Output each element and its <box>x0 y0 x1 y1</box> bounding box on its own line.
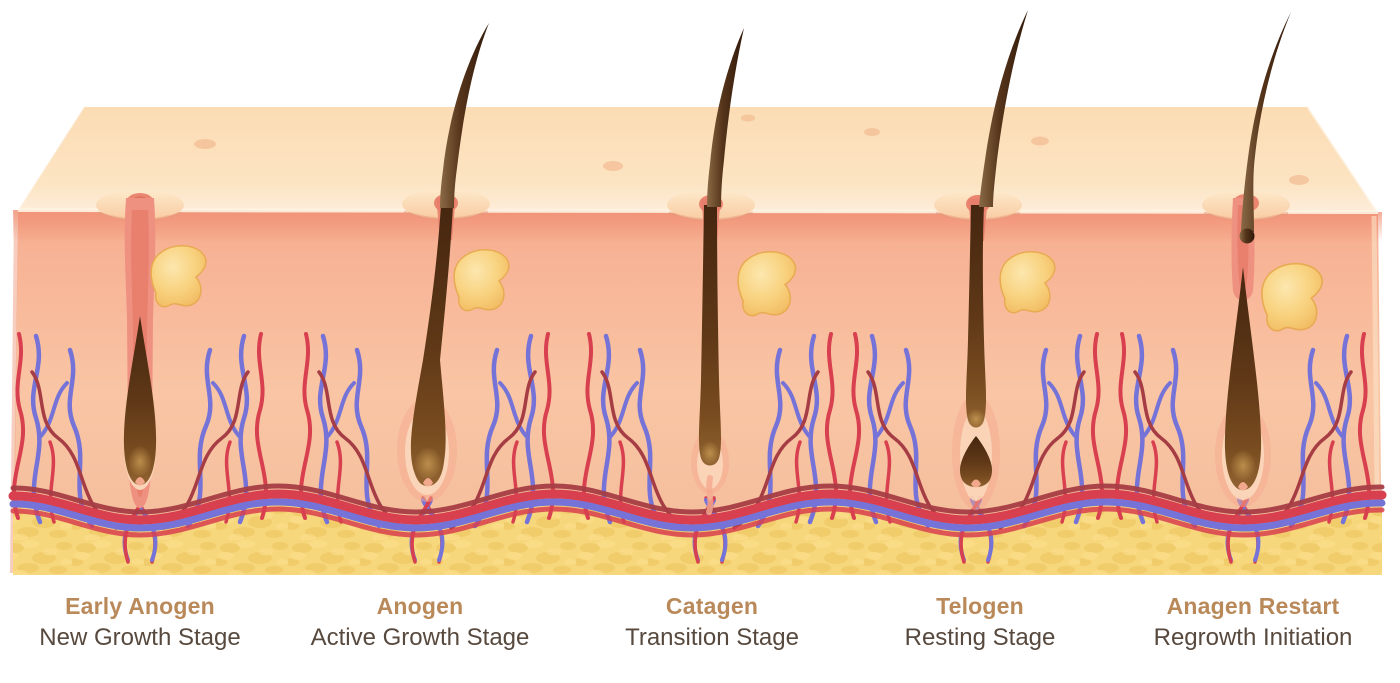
follicle-early-anogen <box>94 188 207 508</box>
block-edge-highlight-left-slant <box>17 106 85 211</box>
stage-name: Telogen <box>936 593 1024 619</box>
skin-cross-section-illustration <box>0 10 1400 575</box>
sebaceous-gland <box>150 244 207 308</box>
new-hair-germ <box>123 316 157 485</box>
follicle-anagen-restart <box>1200 12 1324 507</box>
stage-labels: Early Anogen New Growth Stage Anogen Act… <box>0 591 1400 683</box>
hair-shaft <box>440 23 489 208</box>
hair-shaft <box>979 10 1028 207</box>
follicle-anogen <box>397 23 510 502</box>
stage-name: Catagen <box>665 593 759 619</box>
bulb-highlight <box>414 445 442 479</box>
club-hair-root <box>965 205 987 428</box>
dermal-papilla <box>135 477 145 486</box>
stage-name: Early Anogen <box>65 593 215 619</box>
club-highlight <box>966 408 986 428</box>
skin-top-face <box>18 107 1378 212</box>
stage-description: Regrowth Initiation <box>1153 624 1353 651</box>
sebaceous-gland <box>999 250 1056 314</box>
pore <box>194 139 216 149</box>
shrinking-sheath-strand <box>706 475 714 515</box>
pore <box>1289 175 1309 185</box>
dermal-papilla <box>1238 482 1248 491</box>
stage-description: Transition Stage <box>625 624 799 651</box>
stage-description: Active Growth Stage <box>310 624 530 651</box>
hair-shaft <box>707 28 744 207</box>
follicle-catagen <box>665 28 797 515</box>
sebaceous-gland <box>453 248 510 312</box>
stage-label-anagen-restart: Anagen Restart Regrowth Initiation <box>1093 591 1400 654</box>
stage-label-catagen: Catagen Transition Stage <box>552 591 872 654</box>
pore <box>864 128 880 136</box>
follicle-telogen <box>932 10 1056 510</box>
dermal-papilla <box>971 479 981 488</box>
old-hair-club-end <box>1239 228 1255 244</box>
pore <box>603 161 623 171</box>
hair-root-club <box>698 205 722 466</box>
skin-pores <box>194 114 1309 185</box>
stage-label-telogen: Telogen Resting Stage <box>820 591 1140 654</box>
stage-description: Resting Stage <box>904 624 1056 651</box>
block-edge-highlight-right-slant <box>1306 106 1380 213</box>
stage-label-early-anogen: Early Anogen New Growth Stage <box>0 591 300 654</box>
pore <box>1031 136 1049 146</box>
bulb-highlight <box>700 440 720 464</box>
hair-root-and-bulb <box>410 205 453 486</box>
pore <box>741 114 755 122</box>
old-hair-shaft <box>1241 12 1291 232</box>
stage-name: Anagen Restart <box>1166 593 1340 619</box>
bulb-highlight <box>1230 448 1256 480</box>
stage-name: Anogen <box>376 593 464 619</box>
new-hair-germ <box>1224 267 1262 490</box>
stage-description: New Growth Stage <box>39 624 241 651</box>
dermal-papilla <box>423 478 433 487</box>
sebaceous-gland <box>737 250 797 317</box>
secondary-germ <box>960 436 992 487</box>
bulb-highlight <box>128 444 152 476</box>
epidermis-shading <box>13 210 1382 242</box>
stage-label-anogen: Anogen Active Growth Stage <box>260 591 580 654</box>
sebaceous-gland <box>1261 262 1324 332</box>
